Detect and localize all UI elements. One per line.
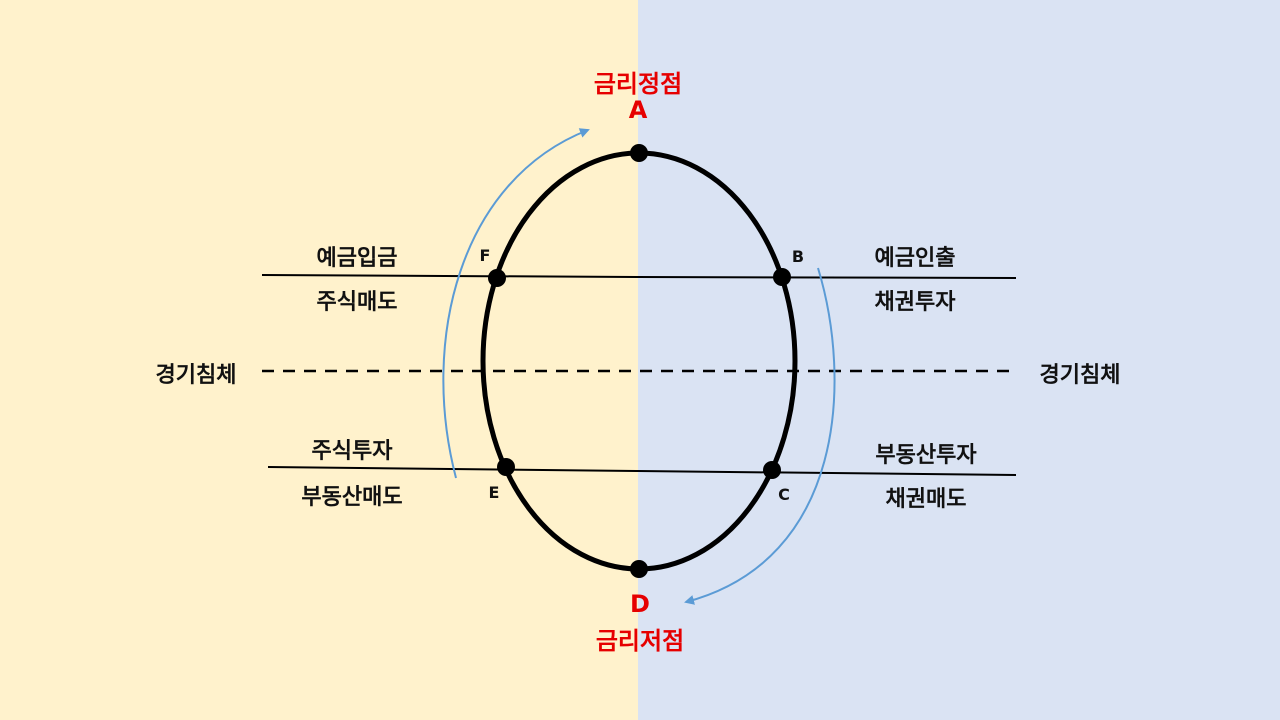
left-upper-top-label: 예금입금 [316,246,398,271]
upper-line-right [637,276,1017,279]
left-recession-label: 경기침체 [155,363,237,388]
point-c-dot [763,461,781,479]
right-upper-bottom-label: 채권투자 [874,290,956,315]
peak-title: 금리정점 [593,70,683,98]
left-background [0,0,638,720]
cycle-ellipse [480,150,798,572]
down-arrow [684,267,836,605]
point-e-label: E [488,483,500,502]
upper-line-left [261,274,639,278]
point-a-dot [630,144,648,162]
point-f-label: F [479,246,491,265]
right-lower-bottom-label: 채권매도 [885,487,967,512]
left-lower-top-label: 주식투자 [311,439,393,464]
point-a-label: A [628,96,648,124]
right-lower-top-label: 부동산투자 [875,443,977,468]
trough-title: 금리저점 [595,627,685,655]
point-d-label: D [630,590,650,618]
right-upper-top-label: 예금인출 [874,246,956,271]
point-e-dot [497,458,515,476]
right-recession-label: 경기침체 [1039,363,1121,388]
lower-line-right [637,470,1017,476]
point-f-dot [488,269,506,287]
point-c-label: C [778,485,790,504]
up-arrow [442,128,590,479]
right-background [638,0,1280,720]
point-b-dot [773,268,791,286]
point-d-dot [630,560,648,578]
left-upper-bottom-label: 주식매도 [316,290,398,315]
point-b-label: B [791,247,805,266]
left-lower-bottom-label: 부동산매도 [301,485,403,510]
